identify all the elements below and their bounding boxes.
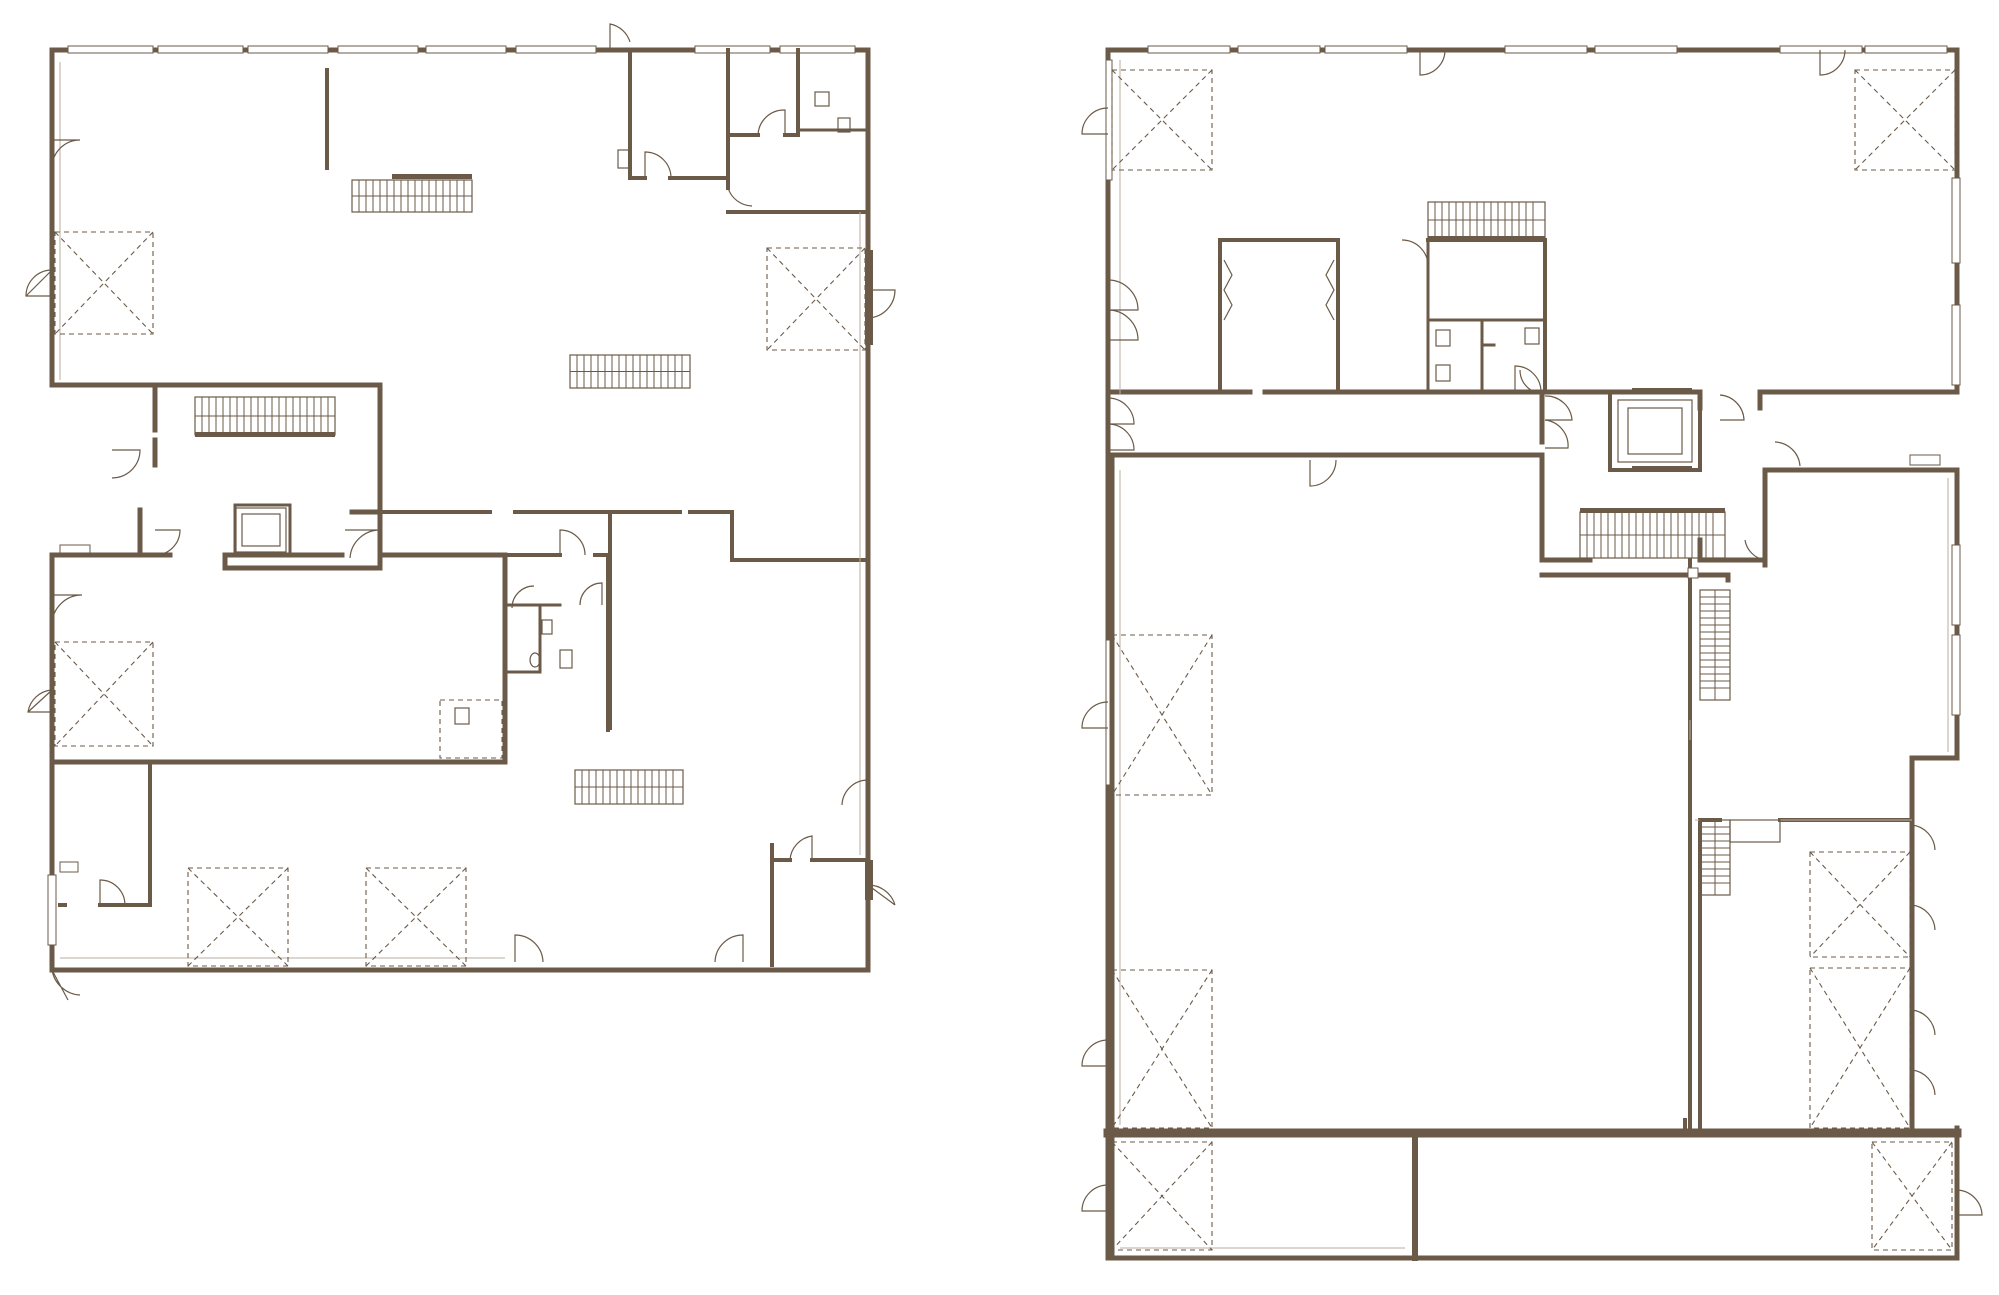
door-swing-icon — [111, 449, 141, 479]
door-swing-icon — [1107, 423, 1135, 451]
door-swing-icon — [99, 879, 126, 906]
door-swing-icon — [1081, 1184, 1109, 1212]
toilet-icon — [1435, 327, 1540, 382]
door-swing-icon — [841, 779, 869, 806]
door-swing-icon — [1401, 239, 1429, 267]
stair-icon — [1579, 508, 1726, 559]
left-interior-walls — [49, 48, 873, 967]
skylight-icon — [54, 231, 154, 335]
door-swing-icon — [27, 689, 53, 713]
right-top-windows — [1147, 45, 1948, 54]
door-swing-icon — [867, 884, 896, 906]
door-swing-icon — [1419, 49, 1446, 76]
elevator-icon — [235, 507, 287, 553]
door-swing-icon — [1774, 441, 1801, 467]
skylight-icon — [1809, 967, 1911, 1129]
skylight-icon — [1809, 851, 1911, 958]
stair-icon — [1427, 201, 1546, 241]
left-top-windows — [67, 45, 856, 54]
door-swing-icon — [51, 969, 81, 1001]
door-swing-icon — [579, 582, 603, 606]
skylight-icon — [1111, 1141, 1213, 1251]
door-swing-icon — [1819, 49, 1846, 76]
left-doors — [25, 23, 896, 1001]
door-swing-icon — [609, 23, 631, 50]
door-swing-icon — [757, 109, 786, 136]
door-swing-icon — [1956, 1189, 1983, 1216]
right-interior-walls — [1103, 238, 1962, 1261]
skylight-icon — [1111, 634, 1213, 796]
door-swing-icon — [1514, 365, 1542, 393]
door-swing-icon — [1107, 309, 1139, 341]
left-skylights — [54, 231, 866, 967]
door-swing-icon — [1081, 701, 1109, 729]
right-doors — [1081, 49, 1983, 1216]
right-stairs — [1427, 201, 1781, 896]
skylight-icon — [1111, 969, 1213, 1129]
door-swing-icon — [1744, 539, 1766, 561]
door-swing-icon — [1107, 279, 1139, 311]
door-swing-icon — [1911, 1069, 1936, 1096]
stair-icon — [1699, 819, 1781, 896]
door-swing-icon — [511, 585, 535, 609]
skylight-icon — [187, 867, 289, 967]
door-swing-icon — [514, 934, 544, 963]
door-swing-icon — [51, 594, 83, 626]
door-swing-icon — [559, 529, 586, 556]
door-swing-icon — [1911, 904, 1936, 931]
door-swing-icon — [1081, 1039, 1109, 1067]
door-swing-icon — [789, 835, 813, 861]
stair-icon — [1699, 589, 1731, 701]
skylight-icon — [1111, 69, 1213, 171]
door-swing-icon — [1081, 107, 1109, 135]
door-swing-icon — [1107, 397, 1135, 425]
toilet-icon — [439, 91, 851, 759]
door-swing-icon — [1911, 824, 1936, 851]
left-floor-plan — [25, 23, 896, 1001]
door-swing-icon — [1544, 419, 1569, 449]
door-swing-icon — [51, 139, 81, 169]
door-swing-icon — [714, 934, 744, 963]
skylight-icon — [1854, 69, 1956, 171]
door-swing-icon — [25, 269, 53, 297]
stair-icon — [351, 174, 473, 213]
door-swing-icon — [1911, 1009, 1936, 1036]
skylight-icon — [54, 641, 154, 747]
right-skylights — [1111, 69, 1956, 1251]
right-side-windows — [1105, 59, 1961, 786]
skylight-icon — [365, 867, 467, 967]
door-swing-icon — [727, 187, 753, 207]
skylight-icon — [1871, 1141, 1953, 1251]
stair-icon — [574, 769, 684, 805]
skylight-icon — [766, 247, 866, 351]
left-stairs — [194, 174, 691, 805]
door-swing-icon — [1719, 394, 1745, 421]
door-swing-icon — [345, 529, 381, 559]
door-swing-icon — [1309, 459, 1337, 487]
door-swing-icon — [867, 289, 896, 319]
door-swing-icon — [1544, 395, 1573, 421]
right-floor-plan — [1081, 45, 1983, 1261]
door-swing-icon — [154, 529, 181, 556]
door-swing-icon — [644, 151, 672, 179]
elevator-icon — [1617, 399, 1693, 463]
stair-icon — [569, 354, 691, 389]
door-swing-icon — [1519, 369, 1546, 395]
stair-icon — [194, 396, 336, 437]
